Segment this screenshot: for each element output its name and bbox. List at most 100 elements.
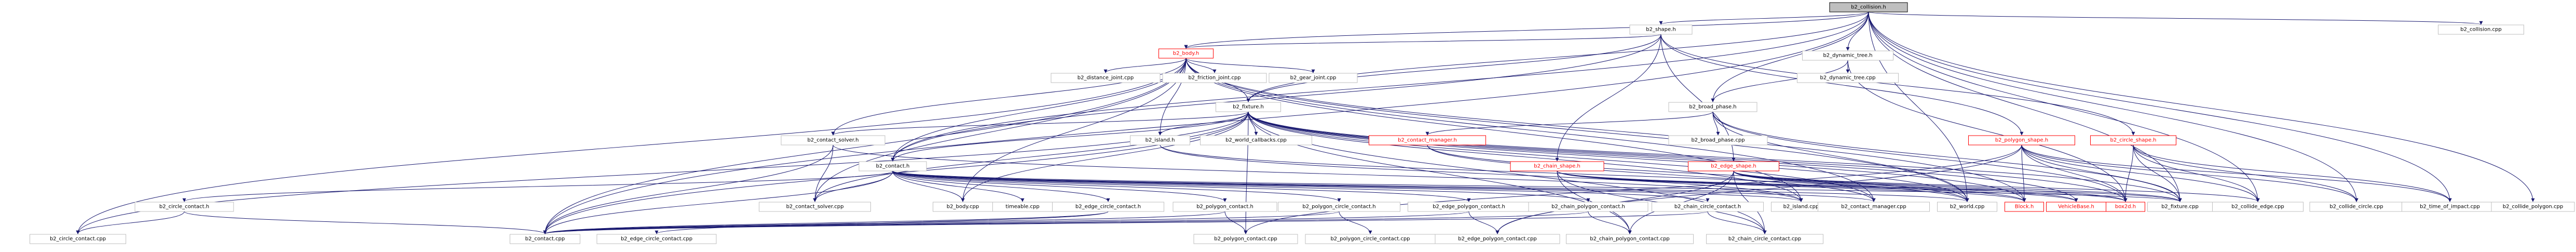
node-contact-manager-cpp[interactable]: b2_contact_manager.cpp — [1818, 202, 1930, 212]
node-dynamic-tree-cpp[interactable]: b2_dynamic_tree.cpp — [1797, 73, 1899, 83]
edge-line — [1224, 211, 1248, 234]
dependency-edges — [76, 11, 2535, 234]
node-contact-manager-h[interactable]: b2_contact_manager.h — [1369, 135, 1486, 145]
node-box — [2005, 202, 2044, 212]
node-edge-circle-contact-cpp[interactable]: b2_edge_circle_contact.cpp — [596, 234, 717, 244]
node-edge-polygon-contact-cpp[interactable]: b2_edge_polygon_contact.cpp — [1435, 234, 1560, 244]
node-box2d-h[interactable]: box2d.h — [2106, 202, 2145, 212]
node-polygon-contact-cpp[interactable]: b2_polygon_contact.cpp — [1193, 234, 1298, 244]
node-friction-joint-cpp[interactable]: b2_friction_joint.cpp — [1162, 73, 1267, 83]
node-chain-circle-contact-h[interactable]: b2_chain_circle_contact.h — [1652, 202, 1764, 212]
node-polygon-contact-h[interactable]: b2_polygon_contact.h — [1173, 202, 1277, 212]
edge-line — [813, 111, 1249, 202]
edge-line — [2133, 144, 2452, 202]
node-polygon-shape-h[interactable]: b2_polygon_shape.h — [1968, 135, 2075, 145]
node-broad-phase-cpp[interactable]: b2_broad_phase.cpp — [1668, 135, 1768, 145]
node-contact-solver-cpp[interactable]: b2_contact_solver.cpp — [759, 202, 871, 212]
node-body-h[interactable]: b2_body.h — [1158, 48, 1214, 59]
node-chain-polygon-contact-cpp[interactable]: b2_chain_polygon_contact.cpp — [1566, 234, 1694, 244]
node-collide-polygon-cpp[interactable]: b2_collide_polygon.cpp — [2491, 202, 2575, 212]
edge-line — [1103, 58, 1187, 73]
node-edge-polygon-contact-h[interactable]: b2_edge_polygon_contact.h — [1408, 202, 1530, 212]
node-circle-contact-cpp[interactable]: b2_circle_contact.cpp — [30, 234, 126, 244]
node-world-cpp[interactable]: b2_world.cpp — [1937, 202, 1997, 212]
edge-line — [892, 170, 1025, 202]
node-label: b2_edge_shape.h — [1711, 164, 1756, 169]
edge-line — [1158, 58, 1187, 136]
node-vehiclebase-h[interactable]: VehicleBase.h — [2046, 202, 2106, 212]
node-label: b2_circle_contact.h — [159, 204, 209, 210]
node-box — [1968, 135, 2075, 145]
node-label: b2_polygon_contact.h — [1196, 204, 1253, 210]
node-block-h[interactable]: Block.h — [2005, 202, 2044, 212]
edge-collision_h-to-collide_circle_cpp — [1868, 11, 2359, 202]
edge-collision_h-to-time_of_impact_cpp — [1868, 11, 2452, 202]
edge-circle_contact_h-to-circle_contact_cpp — [76, 211, 185, 234]
node-box — [134, 202, 234, 212]
edge-line — [1707, 211, 1767, 234]
node-polygon-circle-contact-cpp[interactable]: b2_polygon_circle_contact.cpp — [1305, 234, 1436, 244]
edge-line — [76, 211, 185, 234]
edge-line — [1712, 111, 2128, 202]
edge-chain_circle_contact_h-to-chain_circle_contact_cpp — [1707, 211, 1767, 234]
edge-contact_solver_h-to-contact_solver_cpp — [813, 144, 834, 202]
node-chain-polygon-contact-h[interactable]: b2_chain_polygon_contact.h — [1528, 202, 1648, 212]
node-collide-edge-cpp[interactable]: b2_collide_edge.cpp — [2212, 202, 2304, 212]
node-distance-joint-cpp[interactable]: b2_distance_joint.cpp — [1051, 73, 1161, 83]
node-timeable-cpp[interactable]: timeable.cpp — [992, 202, 1053, 212]
node-body-cpp[interactable]: b2_body.cpp — [933, 202, 993, 212]
node-box — [1706, 234, 1823, 244]
node-broad-phase-h[interactable]: b2_broad_phase.h — [1668, 102, 1757, 112]
edge-line — [543, 58, 1187, 234]
node-island-cpp[interactable]: b2_island.cpp — [1771, 202, 1831, 212]
node-box — [1162, 73, 1267, 83]
edge-contact_h-to-circle_contact_h — [182, 170, 893, 202]
edge-polygon_shape_h-to-time_of_impact_cpp — [2021, 144, 2452, 202]
node-collision-cpp[interactable]: b2_collision.cpp — [2438, 24, 2524, 35]
edge-line — [961, 58, 1187, 202]
edge-line — [76, 111, 1249, 234]
node-contact-cpp[interactable]: b2_contact.cpp — [510, 234, 580, 244]
edge-contact_h-to-edge_circle_contact_h — [892, 170, 1110, 202]
edge-fixture_h-to-contact_solver_h — [831, 111, 1249, 136]
node-time-of-impact-cpp[interactable]: b2_time_of_impact.cpp — [2402, 202, 2498, 212]
node-chain-circle-contact-cpp[interactable]: b2_chain_circle_contact.cpp — [1706, 234, 1823, 244]
node-box — [1278, 202, 1400, 212]
edge-body_h-to-world_cpp — [1185, 58, 1969, 202]
node-fixture-h[interactable]: b2_fixture.h — [1216, 102, 1281, 112]
node-box — [2438, 24, 2524, 35]
node-island-h[interactable]: b2_island.h — [1130, 135, 1190, 145]
node-edge-shape-h[interactable]: b2_edge_shape.h — [1688, 161, 1779, 171]
edge-polygon_shape_h-to-collide_circle_cpp — [2021, 144, 2359, 202]
node-world-callbacks-cpp[interactable]: b2_world_callbacks.cpp — [1200, 135, 1312, 145]
edge-chain_shape_h-to-fixture_cpp — [1557, 170, 2182, 202]
node-collision-h[interactable]: b2_collision.h — [1829, 2, 1908, 12]
edge-polygon_circle_contact_h-to-contact_cpp — [543, 211, 1340, 234]
node-dynamic-tree-h[interactable]: b2_dynamic_tree.h — [1802, 50, 1893, 61]
edge-line — [1733, 170, 2026, 202]
node-contact-h[interactable]: b2_contact.h — [858, 161, 927, 171]
node-polygon-circle-contact-h[interactable]: b2_polygon_circle_contact.h — [1278, 202, 1400, 212]
node-edge-circle-contact-h[interactable]: b2_edge_circle_contact.h — [1052, 202, 1164, 212]
edge-line — [1185, 58, 1315, 73]
node-collide-circle-cpp[interactable]: b2_collide_circle.cpp — [2309, 202, 2404, 212]
edge-line — [1184, 34, 1661, 49]
node-label: b2_fixture.cpp — [2161, 204, 2199, 210]
node-shape-h[interactable]: b2_shape.h — [1629, 24, 1693, 35]
edge-line — [1660, 34, 2135, 136]
edge-fixture_h-to-box2d_h — [1248, 111, 2128, 202]
edge-body_h-to-island_h — [1158, 58, 1187, 136]
edge-edge_shape_h-to-block_h — [1733, 170, 2026, 202]
node-fixture-cpp[interactable]: b2_fixture.cpp — [2147, 202, 2213, 212]
edge-dynamic_tree_h-to-broad_phase_h — [1711, 60, 1848, 102]
node-gear-joint-cpp[interactable]: b2_gear_joint.cpp — [1269, 73, 1358, 83]
edge-line — [892, 170, 965, 202]
node-chain-shape-h[interactable]: b2_chain_shape.h — [1510, 161, 1604, 171]
node-contact-solver-h[interactable]: b2_contact_solver.h — [781, 135, 885, 145]
node-circle-contact-h[interactable]: b2_circle_contact.h — [134, 202, 234, 212]
node-label: b2_collision.cpp — [2460, 27, 2501, 33]
node-circle-shape-h[interactable]: b2_circle_shape.h — [2090, 135, 2176, 145]
edge-line — [1185, 58, 1217, 73]
node-box — [1629, 24, 1693, 35]
edge-line — [1425, 111, 1713, 136]
